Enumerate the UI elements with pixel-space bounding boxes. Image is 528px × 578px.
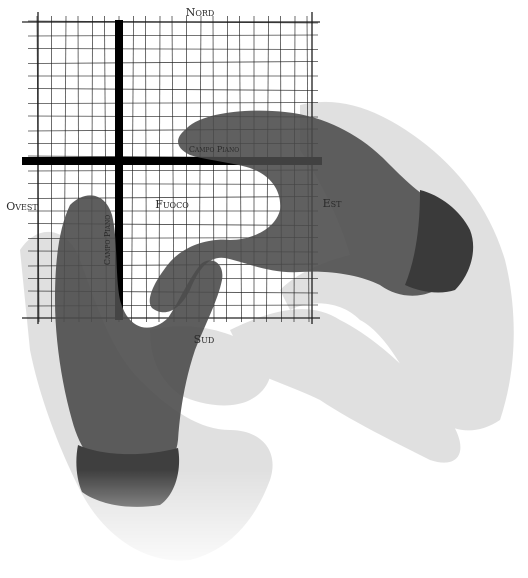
west-label: Ovest bbox=[6, 200, 38, 213]
south-label: Sud bbox=[194, 333, 215, 346]
horizontal-axis-label: Campo Piano bbox=[189, 145, 239, 154]
bottom-fade bbox=[0, 470, 528, 578]
grid-line-horizontal bbox=[28, 103, 318, 104]
grid-line-vertical bbox=[132, 16, 134, 322]
grid-line-horizontal bbox=[28, 62, 318, 64]
vertical-axis-label: Campo Piano bbox=[103, 215, 112, 265]
east-label: Est bbox=[323, 197, 343, 210]
grid-line-horizontal bbox=[28, 89, 318, 91]
grid-line-vertical bbox=[146, 16, 147, 322]
grid-line-horizontal bbox=[28, 49, 318, 50]
center-label: Fuoco bbox=[155, 198, 189, 211]
north-label: Nord bbox=[186, 6, 215, 19]
grid-line-horizontal bbox=[28, 35, 318, 36]
